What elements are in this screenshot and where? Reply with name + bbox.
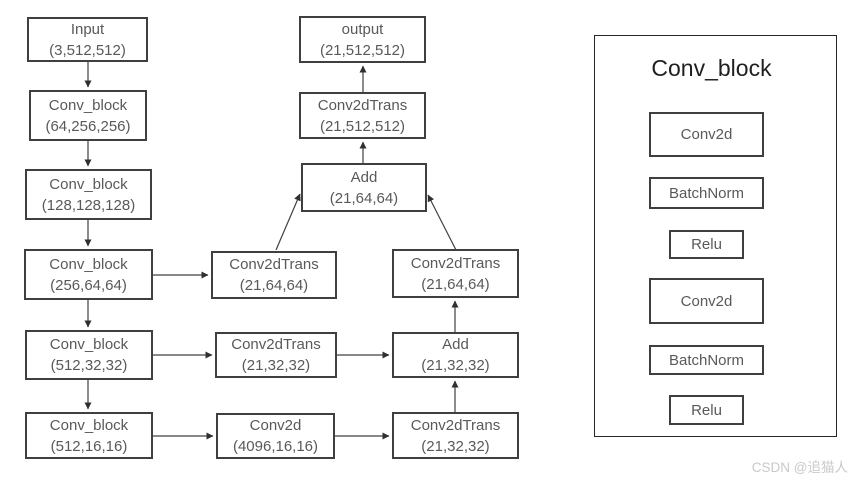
- arrow-trans64-left-to-add64: [275, 193, 301, 251]
- node-conv2dtrans-64-left-label: Conv2dTrans: [229, 256, 319, 273]
- node-detail-relu-2: Relu: [669, 395, 744, 425]
- node-conv2dtrans-32-right: Conv2dTrans (21,32,32): [392, 412, 519, 459]
- node-input-label: Input: [70, 20, 105, 38]
- node-detail-batchnorm-2-label: BatchNorm: [668, 351, 745, 369]
- node-conv-block-4-dims: (512,32,32): [50, 357, 128, 374]
- node-detail-relu-1: Relu: [669, 230, 744, 259]
- node-conv2dtrans-64-right-dims: (21,64,64): [421, 275, 490, 293]
- node-conv2dtrans-32-left: Conv2dTrans (21,32,32): [215, 332, 337, 378]
- node-conv-block-2-label: Conv_block: [49, 175, 128, 193]
- node-add-32-label: Add: [442, 336, 469, 353]
- node-output: output (21,512,512): [299, 16, 426, 63]
- node-add-32: Add (21,32,32): [392, 332, 519, 378]
- node-detail-conv2d-2: Conv2d: [649, 278, 764, 324]
- node-conv-block-4: Conv_block (512,32,32): [25, 330, 153, 380]
- node-detail-conv2d-1-label: Conv2d: [680, 126, 733, 143]
- node-conv2dtrans-32-left-dims: (21,32,32): [241, 357, 311, 374]
- conv-block-detail-title: Conv_block: [651, 55, 772, 81]
- node-add-64: Add (21,64,64): [301, 163, 427, 212]
- node-add-64-dims: (21,64,64): [329, 189, 399, 207]
- node-conv-block-5-dims: (512,16,16): [50, 437, 128, 455]
- node-conv-block-2: Conv_block (128,128,128): [25, 169, 152, 220]
- node-add-64-label: Add: [350, 168, 378, 186]
- node-input: Input (3,512,512): [27, 17, 148, 62]
- node-detail-conv2d-1: Conv2d: [649, 112, 764, 157]
- node-conv2dtrans-32-left-label: Conv2dTrans: [231, 336, 321, 353]
- arrow-trans64-right-to-add64: [427, 194, 457, 251]
- node-conv-block-4-label: Conv_block: [49, 336, 129, 353]
- node-conv-block-3-dims: (256,64,64): [50, 276, 127, 294]
- node-conv-block-1-label: Conv_block: [48, 96, 128, 114]
- node-detail-relu-1-label: Relu: [691, 236, 722, 253]
- node-conv2dtrans-32-right-label: Conv2dTrans: [410, 416, 501, 434]
- node-conv-block-3: Conv_block (256,64,64): [24, 249, 153, 300]
- node-input-dims: (3,512,512): [49, 41, 126, 59]
- node-output-label: output: [341, 20, 384, 38]
- node-conv-block-2-dims: (128,128,128): [41, 196, 136, 214]
- node-conv2d-4096: Conv2d (4096,16,16): [216, 413, 335, 459]
- node-conv2dtrans-512: Conv2dTrans (21,512,512): [299, 92, 426, 139]
- node-conv2dtrans-64-left-dims: (21,64,64): [239, 277, 309, 294]
- node-conv-block-3-label: Conv_block: [49, 255, 128, 273]
- node-conv-block-5: Conv_block (512,16,16): [25, 412, 153, 459]
- node-conv2d-4096-label: Conv2d: [249, 417, 302, 434]
- node-detail-batchnorm-1: BatchNorm: [649, 177, 764, 209]
- node-conv-block-1-dims: (64,256,256): [45, 117, 131, 135]
- node-add-32-dims: (21,32,32): [421, 357, 490, 374]
- node-conv-block-1: Conv_block (64,256,256): [29, 90, 147, 141]
- node-conv2dtrans-64-left: Conv2dTrans (21,64,64): [211, 251, 337, 299]
- node-output-dims: (21,512,512): [319, 41, 406, 59]
- node-conv2dtrans-512-dims: (21,512,512): [319, 117, 406, 135]
- node-detail-batchnorm-2: BatchNorm: [649, 345, 764, 375]
- node-conv2dtrans-64-right-label: Conv2dTrans: [410, 254, 501, 272]
- node-conv-block-5-label: Conv_block: [49, 416, 129, 434]
- node-detail-conv2d-2-label: Conv2d: [680, 292, 733, 310]
- node-conv2dtrans-32-right-dims: (21,32,32): [421, 437, 490, 455]
- node-detail-relu-2-label: Relu: [691, 401, 722, 419]
- node-conv2dtrans-512-label: Conv2dTrans: [317, 96, 408, 114]
- csdn-watermark: CSDN @追猫人: [751, 460, 848, 475]
- node-conv2d-4096-dims: (4096,16,16): [232, 438, 319, 455]
- node-conv2dtrans-64-right: Conv2dTrans (21,64,64): [392, 249, 519, 298]
- node-detail-batchnorm-1-label: BatchNorm: [668, 184, 745, 202]
